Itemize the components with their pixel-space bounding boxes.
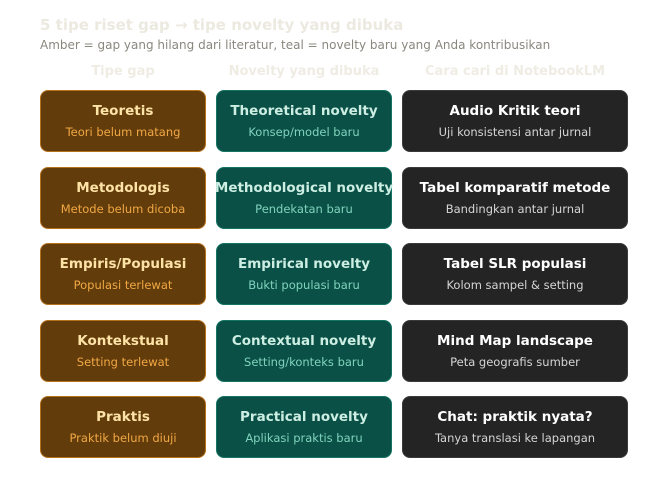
novelty-card-description: Pendekatan baru xyxy=(255,201,353,216)
novelty-card-description: Aplikasi praktis baru xyxy=(245,431,363,445)
method-card-description: Peta geografis sumber xyxy=(450,354,580,369)
diagram-title: 5 tipe riset gap → tipe novelty yang dib… xyxy=(40,16,404,34)
gap-card-description: Metode belum dicoba xyxy=(60,201,186,216)
gap-card-title: Kontekstual xyxy=(77,332,169,349)
method-card-description: Tanya translasi ke lapangan xyxy=(434,431,596,445)
column-header-novelty: Novelty yang dibuka xyxy=(228,64,380,79)
column-header-cara: Cara cari di NotebookLM xyxy=(424,64,606,79)
column-header-gap: Tipe gap xyxy=(91,64,155,79)
gap-card-description: Setting terlewat xyxy=(76,354,170,369)
gap-card-title: Praktis xyxy=(96,409,150,425)
novelty-card-description: Konsep/model baru xyxy=(248,125,360,139)
diagram-subtitle: Amber = gap yang hilang dari literatur, … xyxy=(40,38,551,52)
novelty-card-description: Bukti populasi baru xyxy=(248,278,360,292)
method-card-title: Tabel SLR populasi xyxy=(443,256,587,272)
novelty-card-title: Contextual novelty xyxy=(231,332,377,349)
gap-card-description: Teori belum matang xyxy=(65,125,181,139)
method-card-title: Chat: praktik nyata? xyxy=(437,409,593,425)
gap-card-title: Empiris/Populasi xyxy=(59,256,187,272)
method-card: Chat: praktik nyata? Tanya translasi ke l… xyxy=(402,396,628,458)
gap-card-title: Metodologis xyxy=(76,179,170,196)
novelty-card-description: Setting/konteks baru xyxy=(244,354,364,369)
gap-card-title: Teoretis xyxy=(92,103,154,119)
method-card-title: Audio Kritik teori xyxy=(449,103,581,119)
method-card-title: Mind Map landscape xyxy=(437,332,593,349)
method-card-title: Tabel komparatif metode xyxy=(419,179,611,196)
novelty-card-title: Empirical novelty xyxy=(237,256,371,272)
method-card-description: Bandingkan antar jurnal xyxy=(445,201,585,216)
novelty-card-title: Methodological novelty xyxy=(214,179,394,196)
method-card-description: Uji konsistensi antar jurnal xyxy=(438,125,592,139)
gap-card-description: Populasi terlewat xyxy=(73,278,173,292)
novelty-card-title: Theoretical novelty xyxy=(230,103,378,119)
gap-card-description: Praktik belum diuji xyxy=(69,431,177,445)
method-card-description: Kolom sampel & setting xyxy=(446,278,584,292)
novelty-card-title: Practical novelty xyxy=(240,409,368,425)
